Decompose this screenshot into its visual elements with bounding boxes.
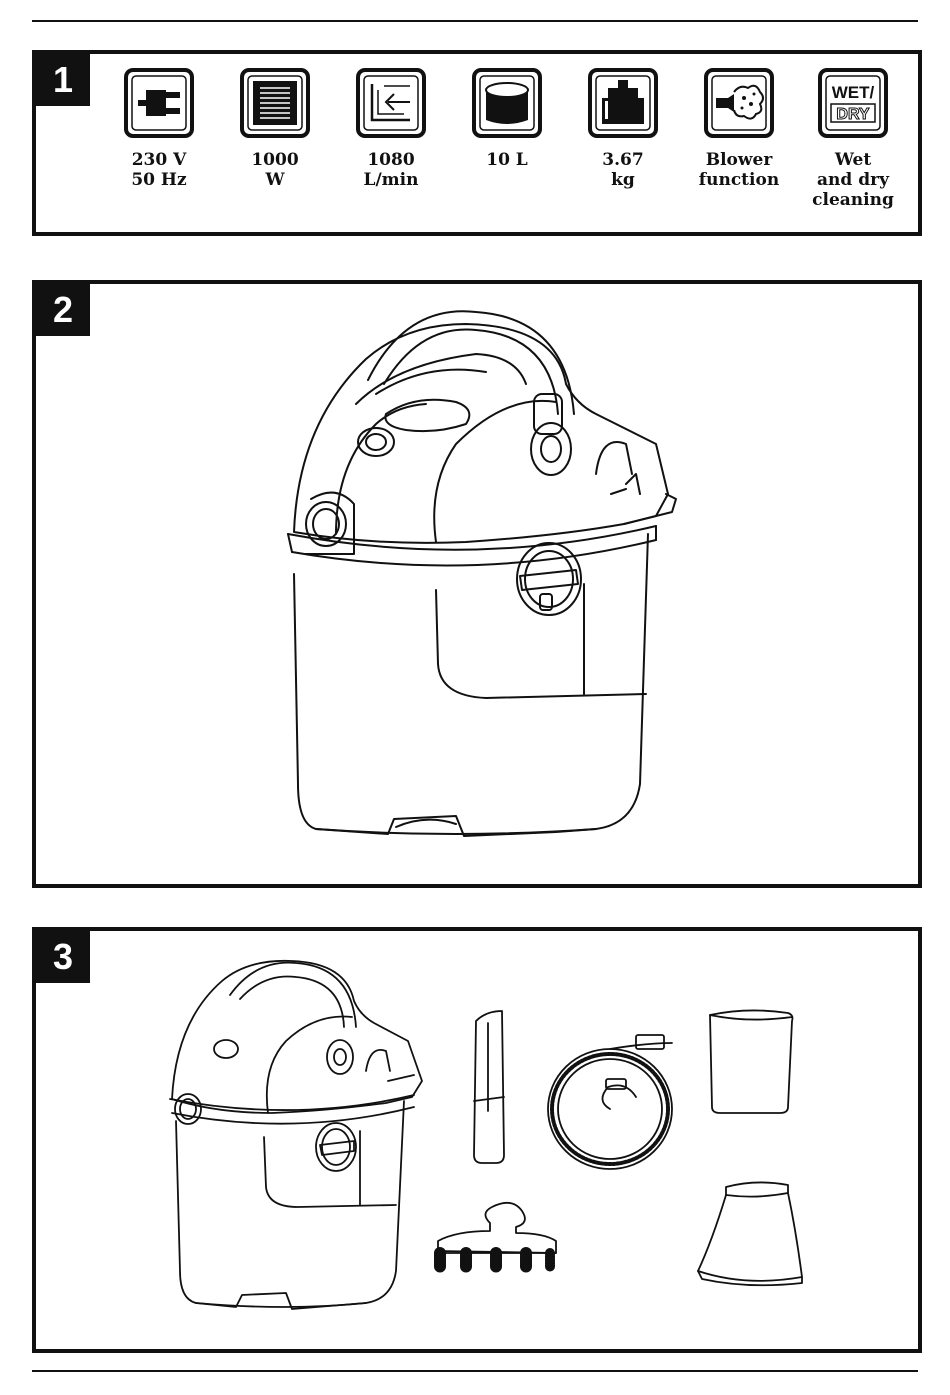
cloth-filter: [698, 1182, 802, 1285]
weight-icon: [588, 68, 658, 138]
section-number-badge: 1: [36, 54, 90, 106]
spec-label: Wet and dry cleaning: [798, 150, 908, 210]
wet-dry-icon: WET/ DRY: [818, 68, 888, 138]
spec-blower: Blower function: [684, 68, 794, 190]
panel-specifications: 1 230 V 50 Hz: [32, 50, 922, 236]
spec-label: 10 L: [452, 150, 562, 170]
spec-capacity: 10 L: [452, 68, 562, 170]
wet-text: WET/: [832, 83, 875, 102]
spec-label: 3.67 kg: [568, 150, 678, 190]
motor-icon: [240, 68, 310, 138]
blower-icon: [704, 68, 774, 138]
bottom-rule: [32, 1370, 918, 1372]
panel-product-overview: 2: [32, 280, 922, 888]
spec-label: 1000 W: [220, 150, 330, 190]
spec-power: 1000 W: [220, 68, 330, 190]
top-rule: [32, 20, 918, 22]
crevice-nozzle: [474, 1011, 504, 1163]
dust-bag: [710, 1010, 793, 1113]
spec-wet-dry: WET/ DRY Wet and dry cleaning: [798, 68, 908, 210]
spec-label: Blower function: [684, 150, 794, 190]
package-contents-illustration: [36, 931, 918, 1349]
vacuum-cleaner-small: [170, 961, 422, 1309]
flexible-hose: [548, 1035, 672, 1169]
panel-package-contents: 3: [32, 927, 922, 1353]
spec-label: 230 V 50 Hz: [104, 150, 214, 190]
plug-icon: [124, 68, 194, 138]
airflow-icon: [356, 68, 426, 138]
spec-voltage: 230 V 50 Hz: [104, 68, 214, 190]
spec-weight: 3.67 kg: [568, 68, 678, 190]
dry-text: DRY: [836, 106, 870, 123]
spec-label: 1080 L/min: [336, 150, 446, 190]
container-icon: [472, 68, 542, 138]
spec-airflow: 1080 L/min: [336, 68, 446, 190]
floor-brush-nozzle: [438, 1203, 556, 1267]
vacuum-cleaner-illustration: [36, 284, 918, 884]
